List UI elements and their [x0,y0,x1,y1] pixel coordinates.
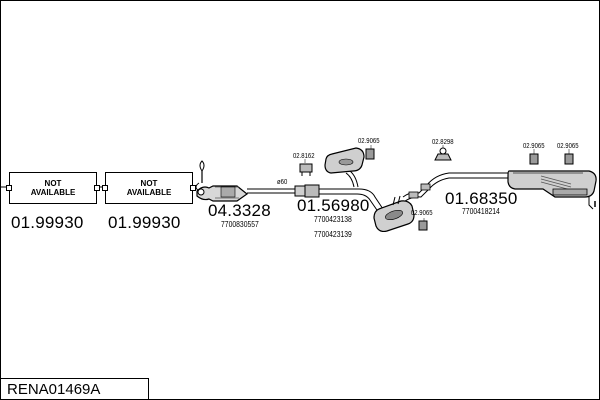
connector-square-icon [94,185,100,191]
part-number-na1[interactable]: 01.99930 [11,213,84,232]
hanger-f3-icon [434,147,452,161]
hanger-f1-icon [299,163,313,176]
oem-number-middle-2: 7700423139 [314,230,352,239]
connector-square-icon [6,185,12,191]
not-available-box-1: NOT AVAILABLE [6,172,100,204]
pipe-diameter-label: ø60 [277,179,288,186]
hanger-f6-icon [564,153,574,165]
leader-lines [304,145,570,221]
hanger-f2-icon [365,148,375,160]
hanger-f4-icon [418,220,428,231]
oem-number-middle-1: 7700423138 [314,215,352,224]
reference-label: RENA01469A [1,378,149,399]
not-available-label-2: NOT AVAILABLE [126,178,172,197]
connector-square-icon [190,185,196,191]
resonator-icon [324,147,365,174]
not-available-box-2: NOT AVAILABLE [102,172,196,204]
intermediate-pipe [319,170,384,214]
part-number-na2[interactable]: 01.99930 [108,213,181,232]
fitting-number-f6[interactable]: 02.9065 [557,143,579,150]
catalyst-icon [196,185,249,202]
part-number-rear[interactable]: 01.68350 [445,189,518,208]
rear-silencer-icon [507,170,597,210]
oem-number-rear: 7700418214 [462,207,500,216]
part-number-middle[interactable]: 01.56980 [297,196,370,215]
not-available-label-1: NOT AVAILABLE [30,178,76,197]
fitting-number-f1[interactable]: 02.8162 [293,153,315,160]
fitting-number-f2[interactable]: 02.9065 [358,138,380,145]
part-number-catalyst[interactable]: 04.3328 [208,201,271,220]
rear-pipe [402,172,513,202]
fitting-number-f4[interactable]: 02.9065 [411,210,433,217]
lambda-sensor-icon [195,160,205,192]
front-pipe [247,184,320,198]
connector-square-icon [102,185,108,191]
fitting-number-f3[interactable]: 02.8298 [432,139,454,146]
oem-number-catalyst: 7700830557 [221,220,259,229]
middle-silencer-icon [373,195,415,233]
hanger-f5-icon [529,153,539,165]
fitting-number-f5[interactable]: 02.9065 [523,143,545,150]
